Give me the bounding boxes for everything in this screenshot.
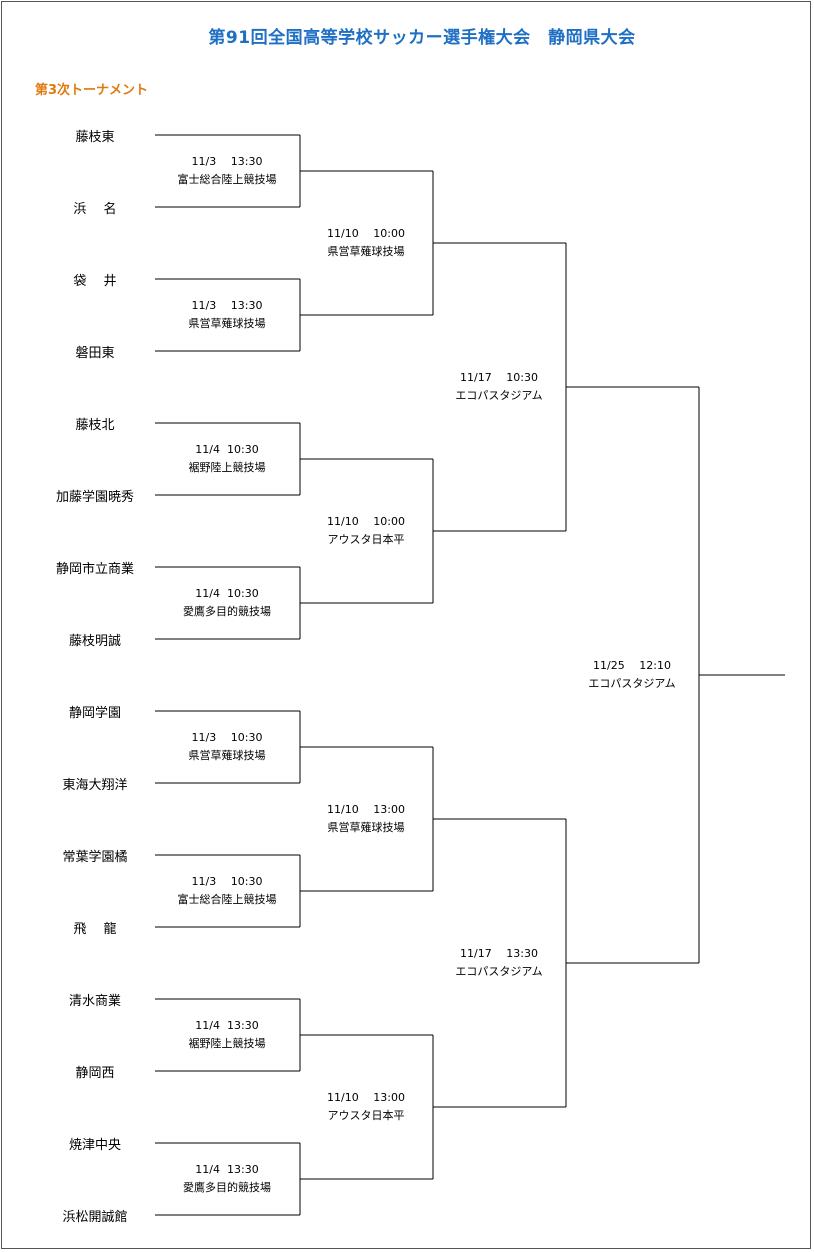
team-name: 加藤学園暁秀 — [55, 490, 134, 505]
team-name: 焼津中央 — [68, 1138, 121, 1153]
round1-match-label: 11/3 13:30 富士総合陸上競技場 — [147, 153, 307, 189]
round1-match-label: 11/3 10:30 富士総合陸上競技場 — [147, 873, 307, 909]
team-name: 藤枝東 — [75, 130, 115, 145]
round1-match-label: 11/4 13:30 裾野陸上競技場 — [147, 1017, 307, 1053]
round2-match-label: 11/10 10:00 県営草薙球技場 — [286, 225, 446, 261]
final-match-label: 11/25 12:10 エコパスタジアム — [552, 657, 712, 693]
match-venue: エコパスタジアム — [455, 389, 543, 402]
match-time: 11/3 13:30 — [191, 155, 263, 168]
match-time: 11/4 13:30 — [195, 1163, 259, 1176]
round2-match-label: 11/10 10:00 アウスタ日本平 — [286, 513, 446, 549]
match-venue: 県営草薙球技場 — [188, 317, 266, 330]
match-venue: アウスタ日本平 — [327, 1109, 405, 1122]
team-name: 藤枝明誠 — [68, 634, 121, 649]
match-time: 11/10 10:00 — [327, 227, 405, 240]
round-subtitle: 第3次トーナメント — [35, 83, 149, 98]
match-venue: アウスタ日本平 — [327, 533, 405, 546]
match-time: 11/25 12:10 — [593, 659, 671, 672]
match-time: 11/3 10:30 — [191, 731, 263, 744]
match-venue: エコパスタジアム — [455, 965, 543, 978]
match-venue: 県営草薙球技場 — [327, 821, 405, 834]
round3-match-label: 11/17 10:30 エコパスタジアム — [419, 369, 579, 405]
team-name: 飛 龍 — [73, 922, 117, 937]
match-time: 11/3 13:30 — [191, 299, 263, 312]
match-venue: 富士総合陸上競技場 — [177, 893, 277, 906]
match-time: 11/3 10:30 — [191, 875, 263, 888]
team-name: 東海大翔洋 — [62, 778, 128, 793]
match-time: 11/4 13:30 — [195, 1019, 259, 1032]
match-venue: 裾野陸上競技場 — [188, 1037, 266, 1050]
round2-match-label: 11/10 13:00 アウスタ日本平 — [286, 1089, 446, 1125]
match-time: 11/4 10:30 — [195, 587, 259, 600]
team-name: 清水商業 — [68, 994, 121, 1009]
team-name: 磐田東 — [75, 346, 115, 361]
match-time: 11/4 10:30 — [195, 443, 259, 456]
team-name: 袋 井 — [73, 274, 117, 289]
match-time: 11/10 13:00 — [327, 803, 405, 816]
match-venue: 裾野陸上競技場 — [188, 461, 266, 474]
team-name: 常葉学園橘 — [62, 850, 128, 865]
team-name: 浜松開誠館 — [62, 1210, 128, 1225]
match-time: 11/10 10:00 — [327, 515, 405, 528]
round1-match-label: 11/4 10:30 愛鷹多目的競技場 — [147, 585, 307, 621]
match-venue: 愛鷹多目的競技場 — [183, 605, 271, 618]
team-name: 静岡市立商業 — [55, 562, 134, 577]
page-title: 第91回全国高等学校サッカー選手権大会 静岡県大会 — [208, 28, 636, 48]
team-name: 静岡学園 — [68, 706, 121, 721]
round1-match-label: 11/4 10:30 裾野陸上競技場 — [147, 441, 307, 477]
match-venue: 県営草薙球技場 — [188, 749, 266, 762]
round1-match-label: 11/3 10:30 県営草薙球技場 — [147, 729, 307, 765]
team-name: 静岡西 — [75, 1066, 115, 1081]
round3-match-label: 11/17 13:30 エコパスタジアム — [419, 945, 579, 981]
match-venue: エコパスタジアム — [588, 677, 676, 690]
match-time: 11/10 13:00 — [327, 1091, 405, 1104]
team-name: 藤枝北 — [75, 418, 115, 433]
match-venue: 富士総合陸上競技場 — [177, 173, 277, 186]
team-name: 浜 名 — [73, 202, 117, 217]
round2-match-label: 11/10 13:00 県営草薙球技場 — [286, 801, 446, 837]
match-venue: 愛鷹多目的競技場 — [183, 1181, 271, 1194]
match-time: 11/17 13:30 — [460, 947, 538, 960]
round1-match-label: 11/4 13:30 愛鷹多目的競技場 — [147, 1161, 307, 1197]
round1-match-label: 11/3 13:30 県営草薙球技場 — [147, 297, 307, 333]
match-time: 11/17 10:30 — [460, 371, 538, 384]
match-venue: 県営草薙球技場 — [327, 245, 405, 258]
